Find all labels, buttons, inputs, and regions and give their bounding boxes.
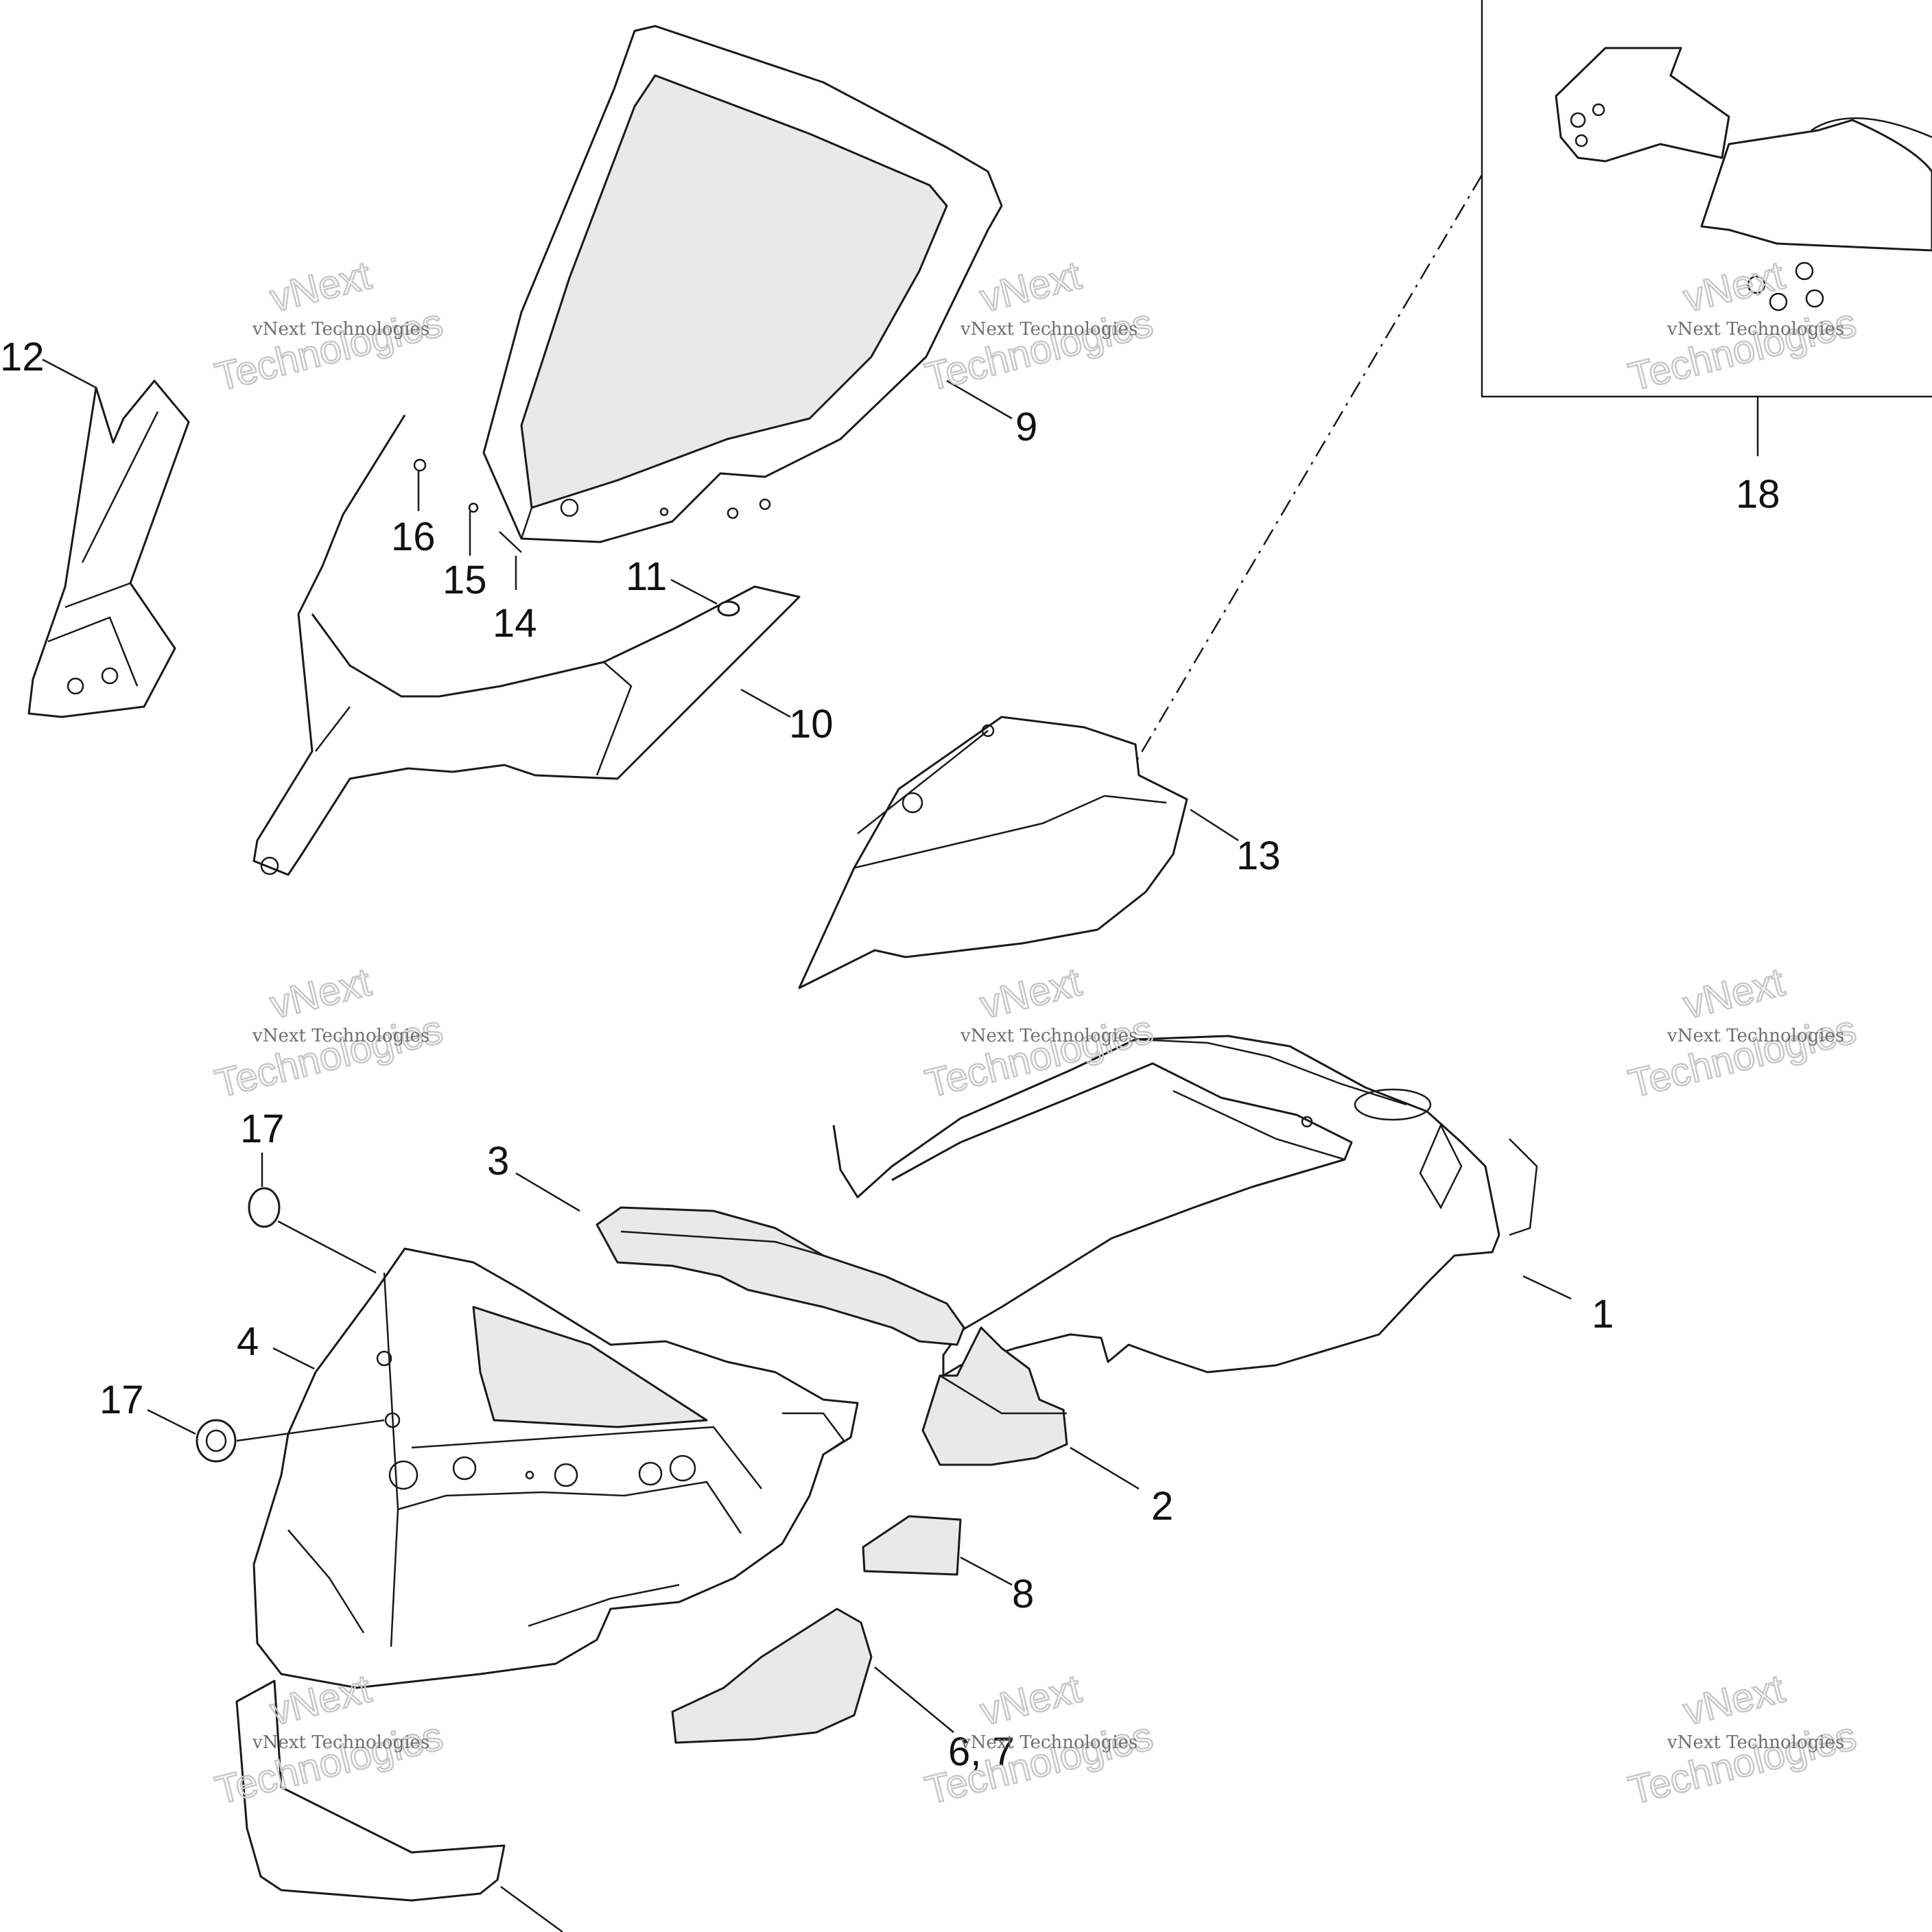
svg-text:vNext Technologies: vNext Technologies — [960, 1026, 1138, 1046]
leader-lines — [42, 358, 1572, 1932]
watermark-mid-right: vNext Technologies vNext Technologies — [1623, 958, 1861, 1107]
part-12-body — [27, 379, 190, 718]
callout-14: 14 — [493, 601, 537, 646]
callout-13: 13 — [1236, 834, 1281, 878]
svg-text:Technologies: Technologies — [921, 1714, 1157, 1813]
reference-line-18-13 — [1131, 174, 1483, 769]
svg-text:vNext: vNext — [266, 960, 375, 1028]
leader-9 — [946, 379, 1013, 420]
part-10 — [252, 414, 801, 876]
screw-14 — [499, 531, 522, 553]
svg-text:vNext: vNext — [976, 960, 1085, 1028]
watermark-top-left: vNext Technologies vNext Technologies — [210, 252, 448, 400]
svg-text:Technologies: Technologies — [1624, 1714, 1860, 1813]
svg-text:vNext Technologies: vNext Technologies — [252, 1732, 429, 1753]
callout-16: 16 — [391, 515, 436, 559]
part-1 — [832, 1035, 1538, 1377]
part-8 — [862, 1515, 962, 1576]
washer-15 — [468, 502, 479, 513]
part-9-windshield — [482, 25, 1003, 543]
callout-15: 15 — [443, 558, 487, 602]
svg-text:Technologies: Technologies — [211, 301, 447, 400]
svg-text:vNext: vNext — [976, 1666, 1085, 1734]
leader-4 — [272, 1347, 315, 1370]
inset-frame — [1481, 0, 1932, 398]
grommet-17-top — [248, 1187, 281, 1228]
leader-1 — [1522, 1275, 1572, 1300]
inset-box-18 — [1481, 0, 1932, 456]
leader-17a-arrow — [277, 1220, 377, 1274]
callout-3: 3 — [487, 1139, 509, 1183]
leader-2 — [1070, 1446, 1140, 1490]
svg-text:vNext: vNext — [1679, 960, 1789, 1028]
inset-bracket — [1555, 47, 1730, 163]
leader-13 — [1190, 808, 1239, 842]
callout-1: 1 — [1592, 1292, 1614, 1336]
callout-12: 12 — [0, 335, 45, 379]
svg-text:Technologies: Technologies — [921, 301, 1157, 400]
callout-8: 8 — [1012, 1572, 1034, 1616]
svg-text:Technologies: Technologies — [1624, 1007, 1860, 1107]
svg-text:vNext Technologies: vNext Technologies — [252, 319, 429, 340]
grommet-11 — [717, 600, 740, 617]
svg-text:vNext: vNext — [266, 253, 375, 321]
svg-text:vNext Technologies: vNext Technologies — [1666, 319, 1844, 340]
callout-4: 4 — [237, 1319, 259, 1364]
svg-text:vNext: vNext — [1679, 253, 1789, 321]
callout-6-7: 6, 7 — [948, 1730, 1015, 1774]
leader-8 — [960, 1556, 1013, 1586]
grommet-17-side — [196, 1419, 237, 1463]
svg-text:Technologies: Technologies — [211, 1007, 447, 1107]
watermark-bottom-right: vNext Technologies vNext Technologies — [1623, 1665, 1861, 1813]
callout-18: 18 — [1736, 472, 1780, 517]
leader-bottom — [500, 1885, 563, 1932]
nose-outer — [252, 1247, 859, 1689]
part-3-body — [596, 1206, 965, 1346]
nose-upper-panel — [472, 1306, 708, 1428]
svg-text:vNext: vNext — [976, 253, 1085, 321]
callout-17-top: 17 — [240, 1107, 285, 1151]
part-13-body — [798, 716, 1188, 989]
part-2-body — [921, 1326, 1068, 1466]
leader-6-7 — [874, 1666, 954, 1733]
watermark-top-right: vNext Technologies vNext Technologies — [1623, 252, 1861, 400]
part-2 — [921, 1326, 1068, 1466]
part-3 — [596, 1206, 965, 1346]
inset-mirror — [1700, 119, 1932, 252]
leader-11 — [670, 578, 718, 605]
part-4-nose — [196, 1187, 859, 1689]
callout-9: 9 — [1015, 405, 1037, 449]
part-8-body — [862, 1515, 962, 1576]
part-12 — [27, 379, 190, 718]
part-bottom-left-body — [235, 1680, 506, 1902]
callout-17-side: 17 — [99, 1378, 144, 1422]
svg-text:vNext Technologies: vNext Technologies — [252, 1026, 429, 1046]
part-13 — [798, 716, 1188, 989]
leader-17b-arrow — [236, 1419, 385, 1442]
svg-text:Technologies: Technologies — [1624, 301, 1860, 400]
watermark-mid-left: vNext Technologies vNext Technologies — [210, 958, 448, 1107]
svg-text:vNext: vNext — [1679, 1666, 1789, 1734]
leader-3 — [515, 1172, 580, 1212]
part-6-7 — [671, 1607, 873, 1744]
leader-12 — [42, 358, 97, 389]
part-10-body — [252, 414, 801, 876]
callout-11: 11 — [626, 554, 667, 599]
leader-17b — [147, 1409, 196, 1435]
callout-10: 10 — [789, 702, 834, 746]
callout-2: 2 — [1151, 1484, 1173, 1529]
washer-16 — [413, 458, 427, 472]
svg-text:vNext Technologies: vNext Technologies — [1666, 1732, 1844, 1753]
svg-text:vNext Technologies: vNext Technologies — [960, 319, 1138, 340]
part-6-7-body — [671, 1607, 873, 1744]
leader-10 — [740, 688, 791, 718]
part-1-body — [832, 1035, 1500, 1377]
callout-labels: 1 2 3 4 6, 7 8 9 10 11 12 13 14 15 16 17… — [0, 335, 1780, 1774]
part-bottom-left — [235, 1680, 506, 1902]
svg-text:vNext Technologies: vNext Technologies — [960, 1732, 1138, 1753]
svg-text:vNext Technologies: vNext Technologies — [1666, 1026, 1844, 1046]
windshield-inner — [520, 74, 948, 509]
